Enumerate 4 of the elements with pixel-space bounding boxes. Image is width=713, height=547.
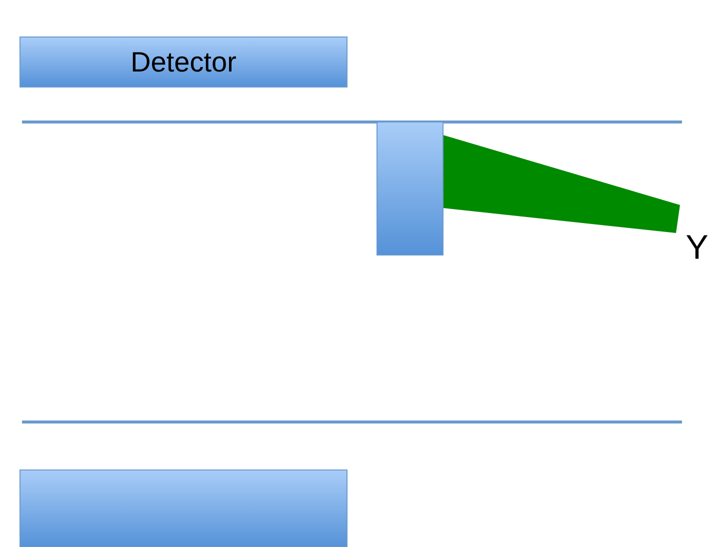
beam-label: Y bbox=[686, 235, 708, 259]
detector-box: Detector bbox=[20, 36, 348, 88]
box bbox=[20, 470, 348, 547]
box bbox=[376, 122, 444, 256]
